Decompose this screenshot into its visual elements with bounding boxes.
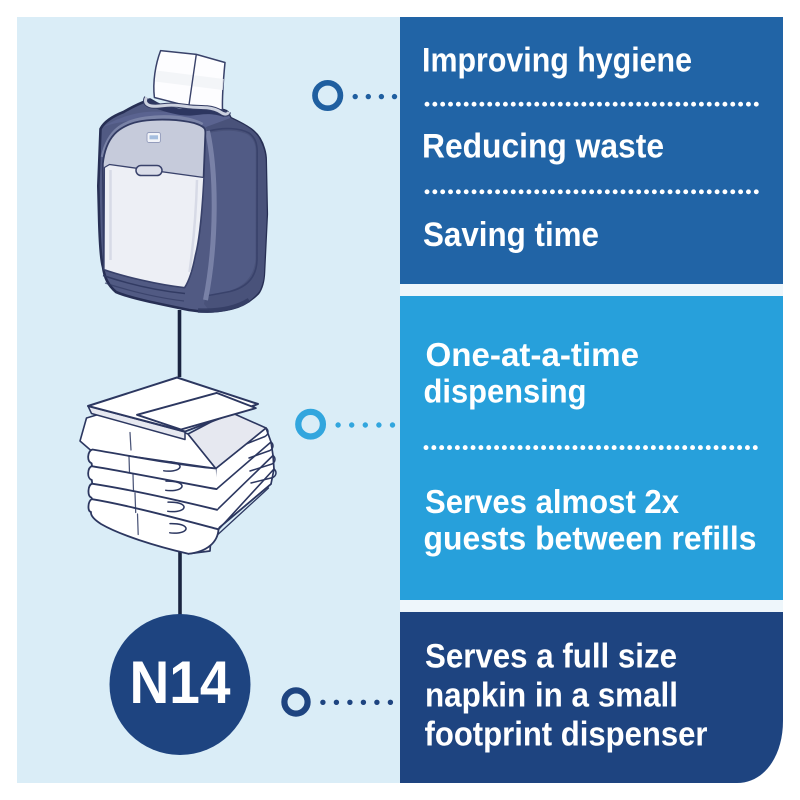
svg-text:footprint dispenser: footprint dispenser (425, 715, 708, 753)
svg-text:N14: N14 (130, 649, 232, 716)
svg-text:guests between refills: guests between refills (424, 519, 757, 556)
svg-text:Serves a full size: Serves a full size (425, 638, 677, 676)
svg-text:dispensing: dispensing (424, 372, 587, 409)
svg-text:Reducing waste: Reducing waste (422, 128, 664, 166)
svg-text:One-at-a-time: One-at-a-time (426, 336, 640, 373)
svg-text:Serves almost 2x: Serves almost 2x (425, 483, 680, 520)
svg-text:Saving time: Saving time (423, 216, 599, 254)
svg-text:napkin in a small: napkin in a small (425, 677, 678, 715)
svg-text:Improving hygiene: Improving hygiene (422, 42, 692, 80)
